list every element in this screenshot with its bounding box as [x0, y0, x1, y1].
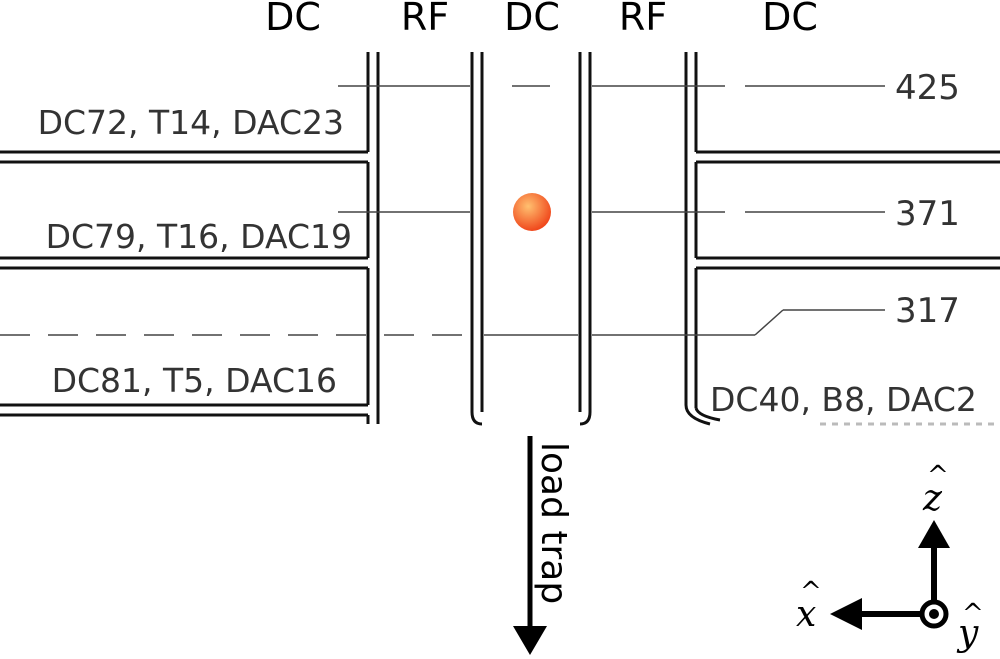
electrode-label-dc72: DC72, T14, DAC23 [38, 103, 344, 142]
electrode-label-dc79: DC79, T16, DAC19 [46, 217, 352, 256]
column-label-dc-right: DC [762, 0, 818, 39]
column-label-dc-center: DC [504, 0, 560, 39]
coordinate-axes [830, 520, 950, 630]
load-trap-arrow [513, 436, 547, 655]
electrode-label-dc81: DC81, T5, DAC16 [52, 361, 337, 400]
column-label-rf-left: RF [401, 0, 449, 39]
dc-electrodes-left [0, 52, 380, 424]
load-trap-label: load trap [533, 442, 574, 604]
trapped-ion [513, 193, 551, 231]
rf-rail-right [578, 52, 592, 426]
y-axis-hat: ^ [962, 599, 984, 629]
column-label-rf-right: RF [619, 0, 667, 39]
x-axis-label: x [796, 594, 816, 635]
position-label-425: 425 [895, 68, 960, 108]
position-label-371: 371 [895, 194, 960, 234]
dc-electrodes-right [684, 52, 1000, 426]
position-label-317: 317 [895, 291, 960, 331]
x-axis-hat: ^ [800, 577, 822, 607]
y-axis-label: y [956, 613, 979, 654]
electrode-label-dc40: DC40, B8, DAC2 [710, 380, 977, 419]
position-line-317 [0, 309, 885, 336]
column-label-dc-left: DC [265, 0, 321, 39]
z-axis-hat: ^ [927, 461, 949, 491]
z-axis-label: z [922, 478, 943, 519]
rf-rail-left [470, 52, 484, 426]
